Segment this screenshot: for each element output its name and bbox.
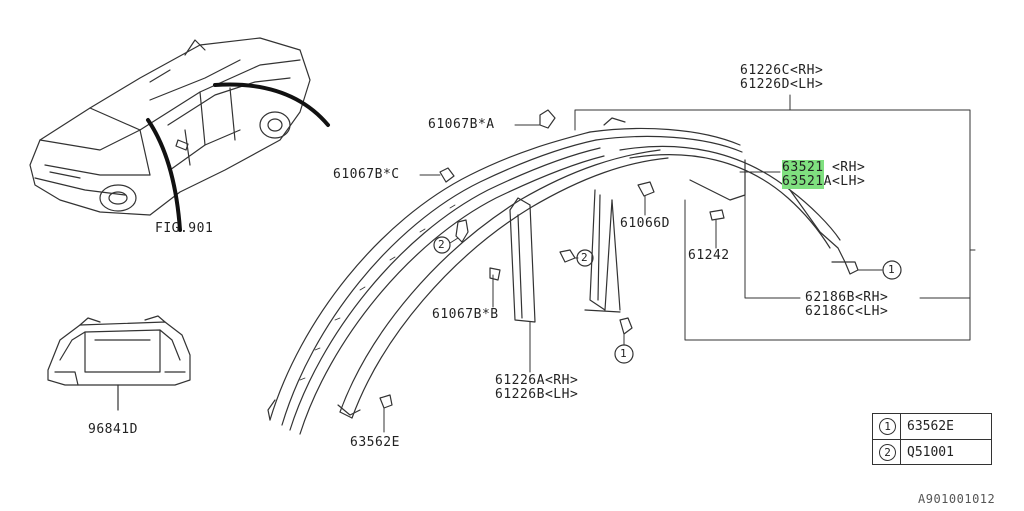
legend-table: 1 63562E 2 Q51001 [872, 413, 992, 465]
part-label-63521a-lh[interactable]: 63521A<LH> [782, 174, 866, 189]
part-label-61226a[interactable]: 61226A<RH> [495, 373, 579, 388]
part-label-61242[interactable]: 61242 [688, 248, 730, 263]
legend-row-2: 2 Q51001 [873, 439, 991, 465]
legend-row-1: 1 63562E [873, 414, 991, 439]
legend-key-2: 2 [879, 444, 896, 461]
car-illustration [29, 37, 311, 216]
drawing-id: A901001012 [918, 492, 996, 506]
part-label-62186c[interactable]: 62186C<LH> [805, 304, 889, 319]
part-label-61067b-a[interactable]: 61067B*A [428, 117, 495, 132]
callout-circle-1-lower [614, 344, 634, 364]
callout-number: 2 [438, 238, 446, 251]
leader-lines [383, 94, 976, 433]
part-label-63521-rh[interactable]: 63521 <RH> [782, 160, 866, 175]
legend-divider [900, 414, 901, 439]
legend-code-2[interactable]: Q51001 [907, 445, 954, 460]
legend-key-1: 1 [879, 418, 896, 435]
part-label-96841d[interactable]: 96841D [88, 422, 138, 437]
part-label-61226c[interactable]: 61226C<RH> [740, 63, 824, 78]
callout-number: 1 [620, 347, 628, 360]
part-label-63562e[interactable]: 63562E [350, 435, 400, 450]
roof-moulding-drawing [267, 109, 859, 435]
callout-circle-1-right [882, 260, 902, 280]
part-number-highlight: 63521 [782, 160, 824, 175]
legend-divider [900, 440, 901, 465]
part-label-62186b[interactable]: 62186B<RH> [805, 290, 889, 305]
callout-circle-2-middle [576, 249, 594, 267]
part-label-61067b-c[interactable]: 61067B*C [333, 167, 400, 182]
part-label-61067b-b[interactable]: 61067B*B [432, 307, 499, 322]
part-label-61066d[interactable]: 61066D [620, 216, 670, 231]
callout-circle-2-upper [433, 236, 451, 254]
highlight-arc-front [146, 118, 182, 232]
part-label-61226b[interactable]: 61226B<LH> [495, 387, 579, 402]
callout-number: 2 [581, 251, 589, 264]
fig-reference-label[interactable]: FIG.901 [155, 221, 214, 236]
callout-number: 1 [888, 263, 896, 276]
part-96841d-drawing [47, 315, 191, 386]
part-number-highlight: 63521 [782, 174, 824, 189]
highlight-arc-rear [213, 82, 330, 127]
legend-code-1[interactable]: 63562E [907, 419, 954, 434]
part-label-61226d[interactable]: 61226D<LH> [740, 77, 824, 92]
